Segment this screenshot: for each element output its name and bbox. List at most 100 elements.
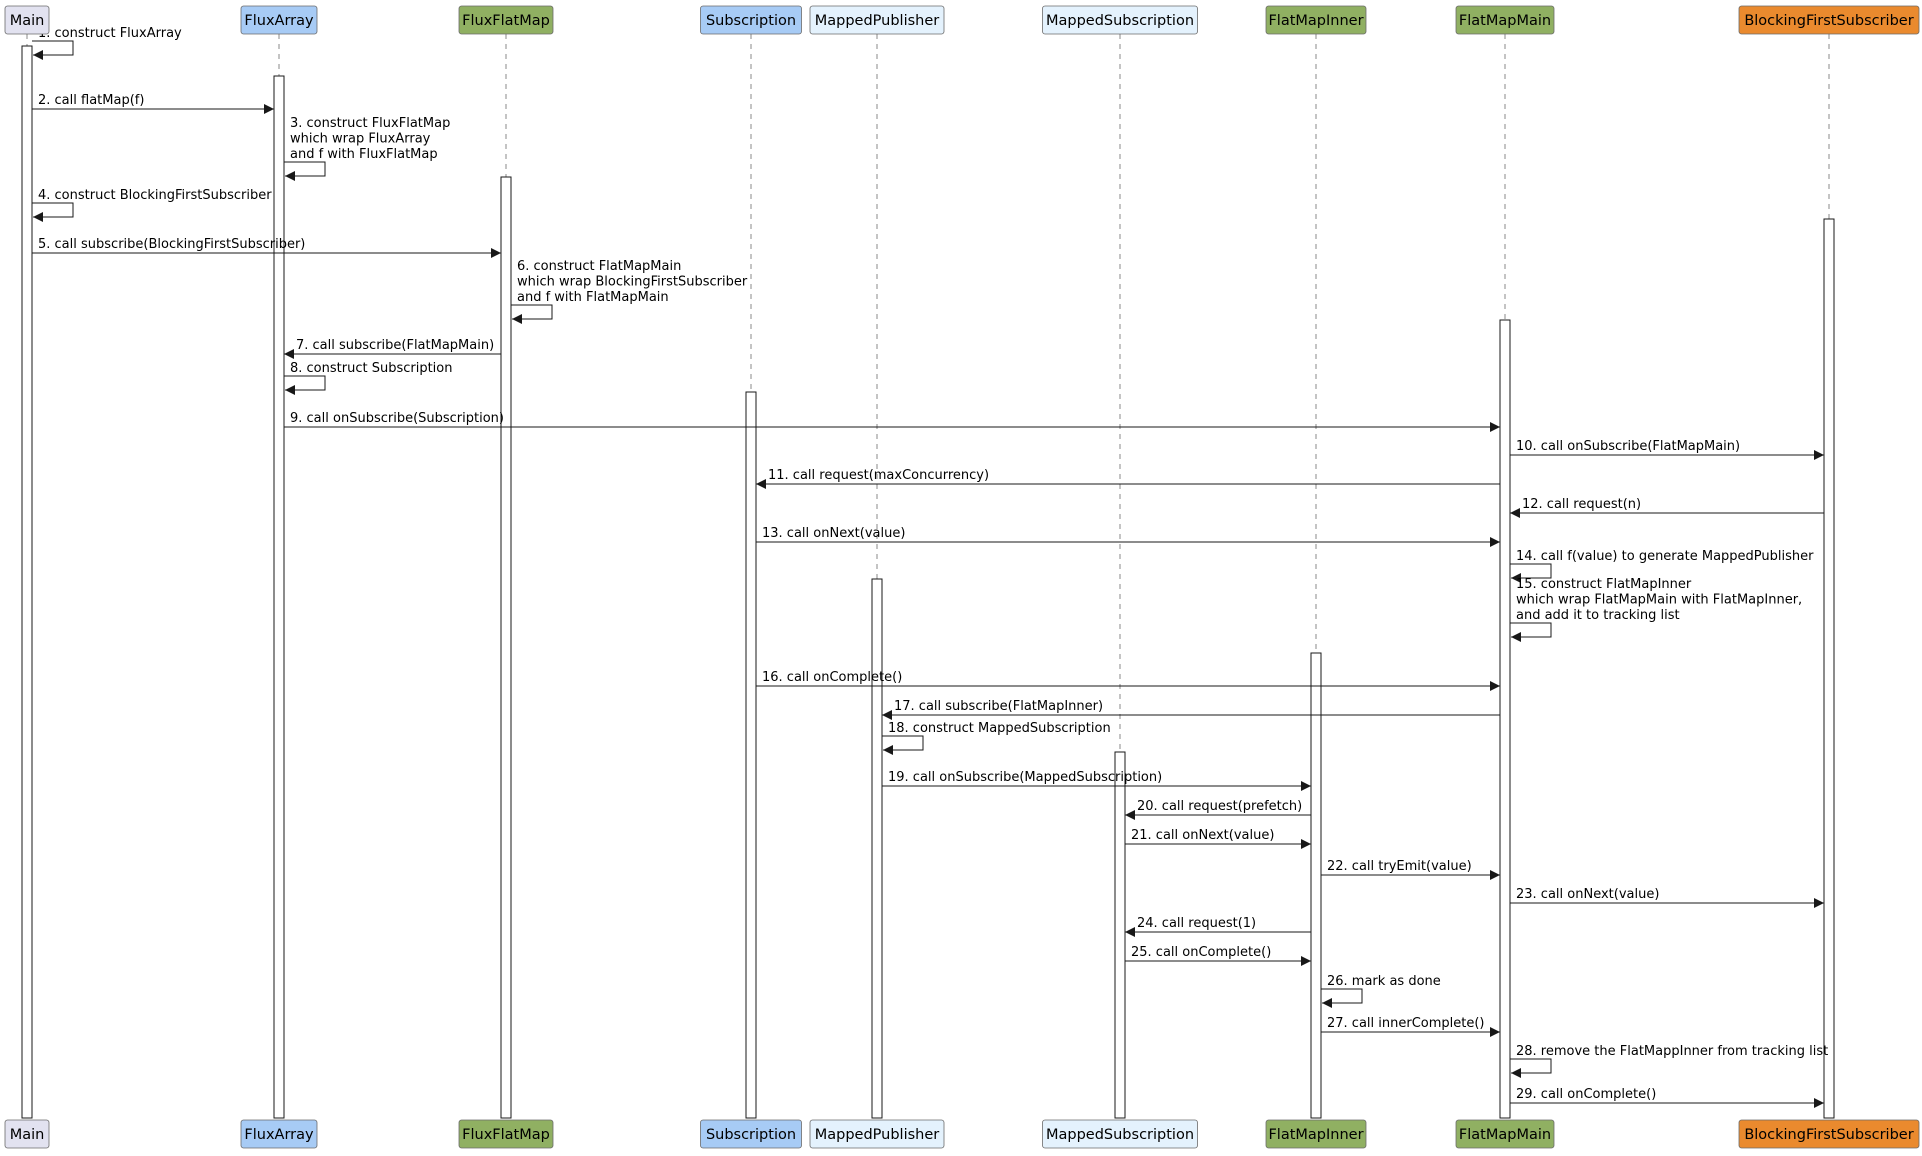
participant-box [240, 1119, 318, 1149]
message-label-line: 5. call subscribe(BlockingFirstSubscribe… [38, 237, 305, 252]
participant-flatmapmain-top: FlatMapMain [1455, 5, 1555, 35]
participant-box [240, 5, 318, 35]
activation-bar-main [21, 45, 33, 1119]
participant-flatmapinner-top: FlatMapInner [1265, 5, 1367, 35]
participant-label: FlatMapInner [1268, 1127, 1363, 1143]
participant-box [1265, 1119, 1367, 1149]
participant-label: Main [10, 13, 45, 29]
participant-mappedsubscription-top: MappedSubscription [1042, 5, 1198, 35]
participant-label: MappedSubscription [1046, 13, 1194, 29]
message-label: 25. call onComplete() [1131, 945, 1271, 960]
activation-bar-flatmapmain [1499, 319, 1511, 1119]
participant-mappedpublisher-bottom: MappedPublisher [809, 1119, 945, 1149]
message-22: 22. call tryEmit(value) [1321, 859, 1500, 880]
message-arrow [284, 375, 326, 395]
message-label-line: 23. call onNext(value) [1516, 887, 1659, 902]
participant-mappedpublisher-top: MappedPublisher [809, 5, 945, 35]
message-label: 28. remove the FlatMappInner from tracki… [1516, 1044, 1828, 1059]
message-14: 14. call f(value) to generate MappedPubl… [1510, 549, 1814, 583]
participant-box [1042, 5, 1198, 35]
message-arrow [1510, 622, 1552, 642]
participant-label: FluxArray [244, 13, 314, 29]
message-19: 19. call onSubscribe(MappedSubscription) [882, 770, 1311, 791]
participant-fluxarray-top: FluxArray [240, 5, 318, 35]
message-label-line: 24. call request(1) [1137, 916, 1256, 931]
activation-bar-mappedpublisher [871, 578, 883, 1119]
message-label: 2. call flatMap(f) [38, 93, 144, 108]
message-label: 23. call onNext(value) [1516, 887, 1659, 902]
message-label-line: 13. call onNext(value) [762, 526, 905, 541]
participant-box [4, 1119, 50, 1149]
message-25: 25. call onComplete() [1125, 945, 1311, 966]
message-label-line: 10. call onSubscribe(FlatMapMain) [1516, 439, 1740, 454]
participant-subscription-bottom: Subscription [700, 1119, 802, 1149]
message-label: 18. construct MappedSubscription [888, 721, 1111, 736]
participant-label: MappedPublisher [815, 13, 940, 29]
message-label-line: 29. call onComplete() [1516, 1087, 1656, 1102]
message-label: 13. call onNext(value) [762, 526, 905, 541]
message-label-line: 6. construct FlatMapMain [517, 259, 681, 274]
activation-bar-blockingfirstsubscriber [1823, 218, 1835, 1119]
participant-label: MappedPublisher [815, 1127, 940, 1143]
participant-box [1455, 1119, 1555, 1149]
message-label-line: 22. call tryEmit(value) [1327, 859, 1472, 874]
message-label-line: 27. call innerComplete() [1327, 1016, 1485, 1031]
message-label: 20. call request(prefetch) [1137, 799, 1302, 814]
message-label: 1. construct FluxArray [38, 26, 182, 41]
message-label-line: 25. call onComplete() [1131, 945, 1271, 960]
message-arrow [284, 161, 326, 181]
participant-main-top: Main [4, 5, 50, 35]
participant-subscription-top: Subscription [700, 5, 802, 35]
message-label-line: 8. construct Subscription [290, 361, 452, 376]
message-label-line: 20. call request(prefetch) [1137, 799, 1302, 814]
message-11: 11. call request(maxConcurrency) [756, 468, 1500, 489]
message-label: 11. call request(maxConcurrency) [768, 468, 989, 483]
message-label-line: 18. construct MappedSubscription [888, 721, 1111, 736]
message-label: 29. call onComplete() [1516, 1087, 1656, 1102]
participant-label: MappedSubscription [1046, 1127, 1194, 1143]
message-4: 4. construct BlockingFirstSubscriber [32, 188, 272, 222]
message-label-line: 19. call onSubscribe(MappedSubscription) [888, 770, 1162, 785]
participant-label: Main [10, 1127, 45, 1143]
participant-label: Subscription [706, 1127, 796, 1143]
participant-flatmapinner-bottom: FlatMapInner [1265, 1119, 1367, 1149]
message-28: 28. remove the FlatMappInner from tracki… [1510, 1044, 1828, 1078]
message-label: 14. call f(value) to generate MappedPubl… [1516, 549, 1814, 564]
activation-bar-subscription [745, 391, 757, 1119]
participant-box [458, 5, 554, 35]
message-17: 17. call subscribe(FlatMapInner) [882, 699, 1500, 720]
participant-main-bottom: Main [4, 1119, 50, 1149]
message-label: 8. construct Subscription [290, 361, 452, 376]
participant-fluxflatmap-bottom: FluxFlatMap [458, 1119, 554, 1149]
participant-box [1042, 1119, 1198, 1149]
activation-bars-layer [21, 45, 1835, 1119]
message-label-line: 11. call request(maxConcurrency) [768, 468, 989, 483]
message-label-line: 4. construct BlockingFirstSubscriber [38, 188, 272, 203]
participant-fluxarray-bottom: FluxArray [240, 1119, 318, 1149]
message-label-line: and add it to tracking list [1516, 608, 1680, 623]
message-label-line: which wrap BlockingFirstSubscriber [517, 275, 748, 290]
message-label: 5. call subscribe(BlockingFirstSubscribe… [38, 237, 305, 252]
message-label-line: 2. call flatMap(f) [38, 93, 144, 108]
participant-blockingfirstsubscriber-top: BlockingFirstSubscriber [1738, 5, 1920, 35]
message-label-line: and f with FlatMapMain [517, 290, 669, 305]
message-24: 24. call request(1) [1125, 916, 1311, 937]
message-label: 12. call request(n) [1522, 497, 1641, 512]
participant-label: FluxFlatMap [462, 1127, 550, 1143]
message-20: 20. call request(prefetch) [1125, 799, 1311, 820]
lifelines-layer [26, 34, 1830, 1118]
participant-box [1265, 5, 1367, 35]
message-label: 7. call subscribe(FlatMapMain) [296, 338, 494, 353]
message-label-line: 9. call onSubscribe(Subscription) [290, 411, 504, 426]
participant-box [700, 5, 802, 35]
message-label-line: 28. remove the FlatMappInner from tracki… [1516, 1044, 1828, 1059]
message-5: 5. call subscribe(BlockingFirstSubscribe… [32, 237, 501, 258]
participant-label: FluxArray [244, 1127, 314, 1143]
message-label: 9. call onSubscribe(Subscription) [290, 411, 504, 426]
message-label: 24. call request(1) [1137, 916, 1256, 931]
participant-box [809, 1119, 945, 1149]
message-label-line: 26. mark as done [1327, 974, 1441, 989]
